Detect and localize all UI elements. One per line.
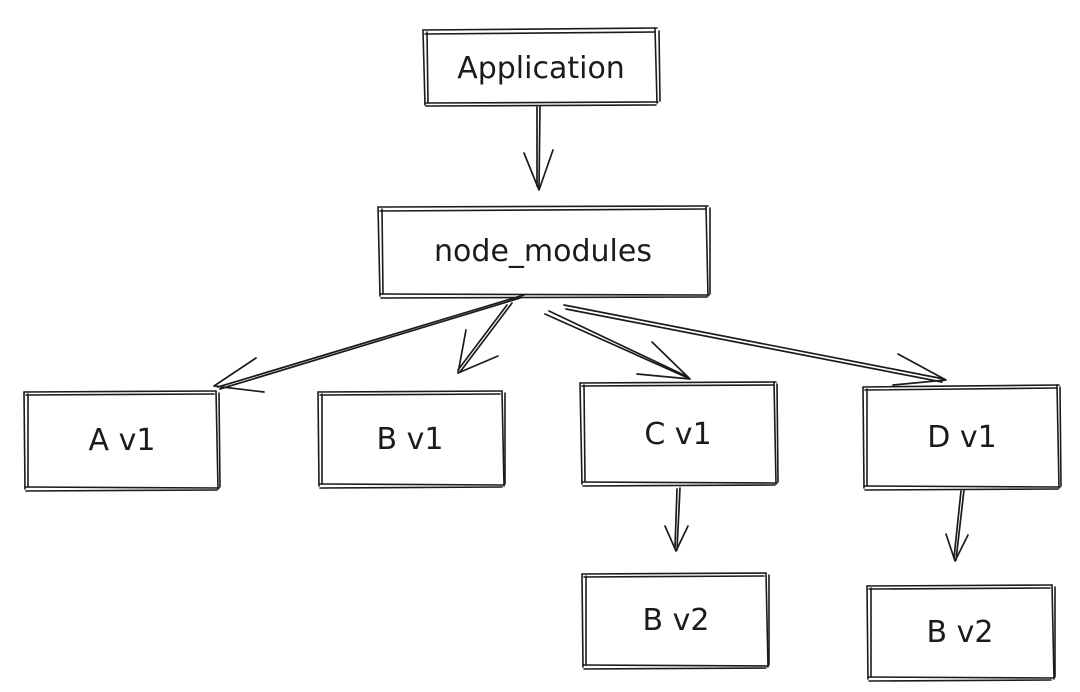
node-modules-label: node_modules [434, 234, 652, 269]
arrow-node-modules-to-b-v1 [457, 302, 513, 374]
arrow-c-v1-to-b-v2 [664, 487, 689, 552]
b-v2-under-d-node: B v2 [866, 584, 1056, 682]
b-v1-box [317, 390, 506, 489]
d-v1-box [862, 384, 1062, 491]
a-v1-box [23, 390, 221, 492]
a-v1-label: A v1 [89, 423, 156, 458]
c-v1-node: C v1 [579, 381, 779, 487]
arrow-d-v1-to-b-v2 [945, 489, 969, 562]
application-node: Application [422, 27, 661, 107]
d-v1-node: D v1 [862, 384, 1062, 491]
b-v2-under-c-node: B v2 [581, 572, 770, 670]
b-v2-under-d-label: B v2 [927, 615, 994, 650]
b-v2-under-c-label: B v2 [643, 603, 710, 638]
b-v1-node: B v1 [317, 390, 506, 489]
application-box [422, 27, 661, 107]
arrow-node-modules-to-a-v1 [213, 294, 525, 393]
a-v1-node: A v1 [23, 390, 221, 492]
arrow-application-to-node-modules [523, 105, 554, 191]
node-modules-node: node_modules [377, 205, 711, 299]
d-v1-label: D v1 [927, 420, 996, 455]
b-v2-under-d-box [866, 584, 1056, 682]
c-v1-label: C v1 [644, 417, 711, 452]
c-v1-box [579, 381, 779, 487]
b-v2-under-c-box [581, 572, 770, 670]
application-label: Application [457, 51, 625, 86]
arrow-node-modules-to-d-v1 [563, 304, 947, 386]
node-modules-box [377, 205, 711, 299]
arrow-node-modules-to-c-v1 [544, 310, 691, 380]
b-v1-label: B v1 [377, 422, 444, 457]
